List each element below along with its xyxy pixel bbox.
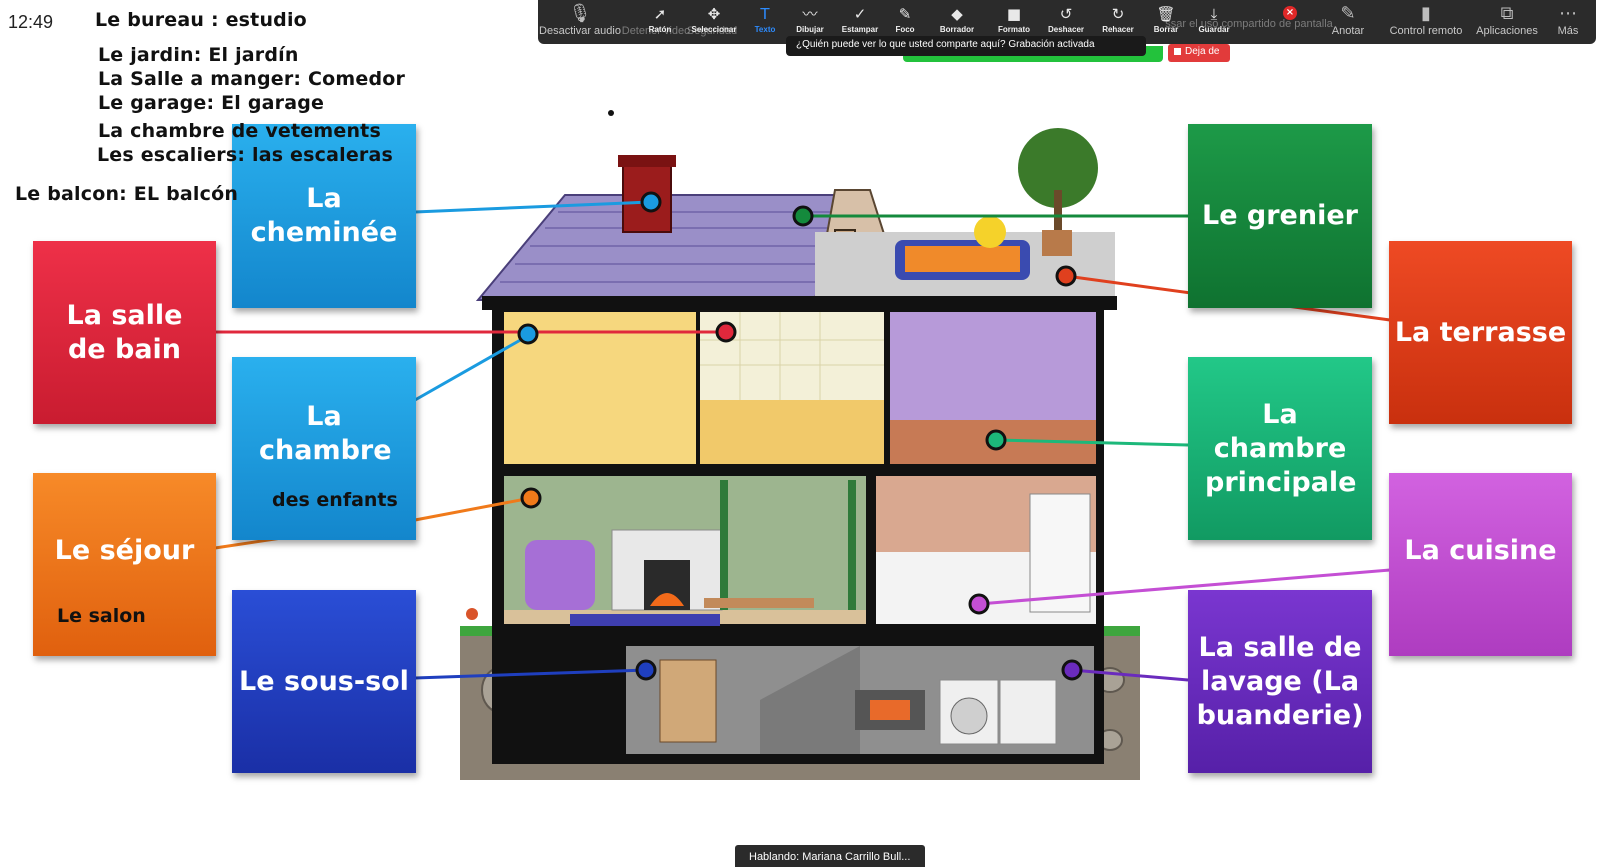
card-chambre-principale-label: La chambre principale	[1205, 398, 1357, 498]
spotlight-icon: ✎	[898, 5, 912, 23]
note-jardin: Le jardin: El jardín	[98, 44, 299, 66]
share-request-text: ssar el uso compartido de pantalla	[1165, 18, 1333, 62]
card-salle-lavage[interactable]: La salle de lavage (La buanderie)	[1188, 590, 1372, 773]
note-garage: Le garage: El garage	[98, 92, 325, 114]
mouse-label: Ratón	[648, 25, 672, 34]
draw-tool[interactable]: 〰 Dibujar	[790, 0, 830, 44]
card-chambre-enfants-label: La chambre	[259, 400, 392, 466]
security-label: Seguridad	[686, 25, 738, 37]
text-tool[interactable]: T Texto	[750, 0, 780, 44]
card-salle-de-bain[interactable]: La salle de bain	[33, 241, 216, 424]
speaker-indicator: Hablando: Mariana Carrillo Bull...	[735, 845, 925, 867]
stop-video-button[interactable]: Detener video	[622, 0, 691, 44]
stop-share-button[interactable]: Deja de	[1168, 44, 1230, 62]
card-chambre-principale[interactable]: La chambre principale	[1188, 357, 1372, 540]
card-cuisine[interactable]: La cuisine	[1389, 473, 1572, 656]
recording-tooltip: ¿Quién puede ver lo que usted comparte a…	[786, 36, 1146, 56]
card-sejour-label: Le séjour	[54, 534, 195, 566]
mouse-tool[interactable]: ➚ Ratón	[642, 0, 678, 44]
stop-video-label: Detener video	[621, 25, 691, 37]
undo-button[interactable]: ↺ Deshacer	[1044, 0, 1088, 44]
card-chambre-enfants[interactable]: La chambre des enfants	[232, 357, 416, 540]
card-chambre-enfants-sublabel: des enfants	[272, 489, 398, 511]
card-grenier[interactable]: Le grenier	[1188, 124, 1372, 308]
mute-button[interactable]: 🎙 Desactivar audio	[538, 0, 622, 44]
eraser-icon: ◆	[951, 5, 963, 23]
apps-button[interactable]: ⧉ Aplicaciones	[1476, 0, 1538, 44]
close-annotation-icon[interactable]: ×	[1283, 6, 1297, 20]
save-label: Guardar	[1198, 25, 1230, 34]
card-terrasse[interactable]: La terrasse	[1389, 241, 1572, 424]
stamp-label: Estampar	[841, 25, 879, 34]
move-icon: ✥	[707, 5, 721, 23]
annotate-button[interactable]: ✎ Anotar	[1323, 0, 1373, 44]
check-icon: ✓	[853, 5, 867, 23]
note-bureau: Le bureau : estudio	[95, 9, 307, 31]
card-cheminee[interactable]: La cheminée	[232, 124, 416, 308]
card-cheminee-label: La cheminée	[250, 183, 398, 248]
undo-label: Deshacer	[1047, 25, 1085, 34]
squiggle-icon: 〰	[802, 5, 818, 23]
clear-label: Borrar	[1153, 25, 1179, 34]
mouse-icon: ▮	[1421, 3, 1431, 24]
share-request-label: ssar el uso compartido de pantalla	[1165, 18, 1333, 30]
annotate-label: Anotar	[1331, 25, 1365, 37]
card-sejour-sublabel: Le salon	[57, 605, 146, 627]
select-tool[interactable]: ✥ Seleccionar	[686, 0, 742, 44]
apps-label: Aplicaciones	[1476, 25, 1538, 37]
format-label: Formato	[998, 25, 1030, 34]
more-label: Más	[1557, 25, 1579, 37]
apps-icon: ⧉	[1500, 3, 1514, 24]
card-terrasse-label: La terrasse	[1394, 316, 1567, 348]
cursor-icon: ➚	[653, 5, 667, 23]
more-button[interactable]: ⋯ Más	[1550, 0, 1586, 44]
undo-icon: ↺	[1059, 5, 1073, 23]
mute-label: Desactivar audio	[539, 25, 621, 37]
card-salle-de-bain-label: La salle de bain	[66, 299, 183, 365]
note-salle-manger: La Salle a manger: Comedor	[98, 68, 406, 90]
redo-icon: ↻	[1111, 5, 1125, 23]
card-grenier-label: Le grenier	[1202, 200, 1358, 231]
select-label: Seleccionar	[691, 25, 737, 34]
spotlight-tool[interactable]: ✎ Foco	[890, 0, 920, 44]
text-label: Texto	[754, 25, 776, 34]
microphone-icon: 🎙	[568, 3, 592, 24]
stamp-tool[interactable]: ✓ Estampar	[838, 0, 882, 44]
remote-control-button[interactable]: ▮ Control remoto	[1388, 0, 1464, 44]
save-button[interactable]: ⤓ Guardar	[1194, 0, 1234, 44]
more-icon: ⋯	[1559, 3, 1577, 24]
card-sous-sol[interactable]: Le sous-sol	[232, 590, 416, 773]
save-icon: ⤓	[1210, 5, 1218, 23]
spotlight-label: Foco	[895, 25, 915, 34]
note-chambre-vetements: La chambre de vetements	[98, 120, 381, 142]
redo-button[interactable]: ↻ Rehacer	[1098, 0, 1138, 44]
trash-icon: 🗑	[1156, 5, 1176, 23]
format-tool[interactable]: ■ Formato	[994, 0, 1034, 44]
clock: 12:49	[8, 12, 54, 32]
remote-control-label: Control remoto	[1389, 25, 1463, 37]
redo-label: Rehacer	[1102, 25, 1134, 34]
text-icon: T	[760, 5, 770, 23]
card-salle-lavage-label: La salle de lavage (La buanderie)	[1196, 631, 1364, 731]
clear-button[interactable]: 🗑 Borrar	[1148, 0, 1184, 44]
eraser-tool[interactable]: ◆ Borrador	[934, 0, 980, 44]
card-sejour[interactable]: Le séjour Le salon	[33, 473, 216, 656]
draw-label: Dibujar	[796, 25, 824, 34]
card-sous-sol-label: Le sous-sol	[239, 665, 409, 697]
note-escaliers: Les escaliers: las escaleras	[97, 144, 394, 166]
security-button[interactable]: Seguridad	[686, 0, 738, 44]
format-icon: ■	[1006, 5, 1022, 23]
pencil-icon: ✎	[1340, 3, 1356, 24]
card-cuisine-label: La cuisine	[1404, 534, 1557, 566]
note-balcon: Le balcon: EL balcón	[15, 183, 239, 205]
eraser-label: Borrador	[939, 25, 975, 34]
